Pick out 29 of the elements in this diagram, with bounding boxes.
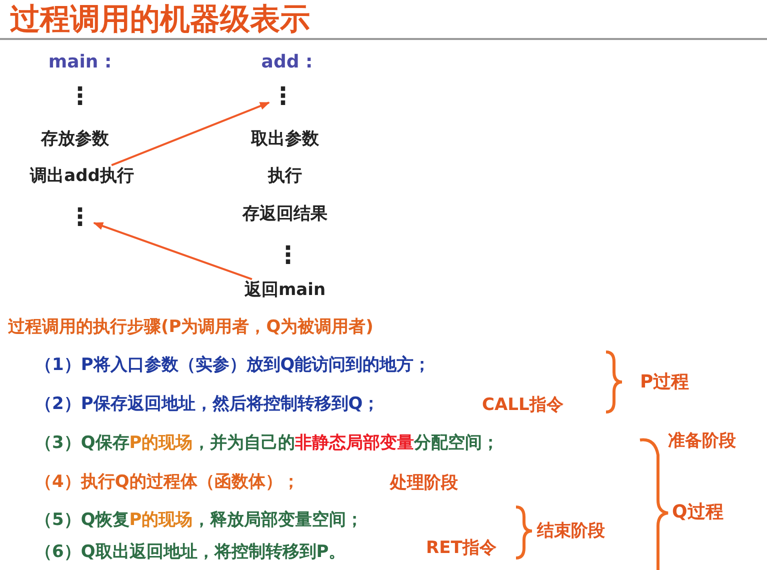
instruction-label: CALL指令	[482, 396, 564, 416]
step-text: （2）P保存返回地址，然后将控制转移到Q；	[35, 395, 380, 415]
step-text: （1）P将入口参数（实参）放到Q能访问到的地方；	[35, 356, 431, 376]
title: 过程调用的机器级表示	[10, 2, 310, 38]
ellipsis: ⋮	[276, 242, 300, 270]
phase-label: 准备阶段	[668, 432, 736, 452]
step-text: 调出add执行	[30, 167, 134, 187]
ellipsis: ⋮	[68, 204, 92, 232]
step-text: 存放参数	[41, 130, 109, 150]
step-text: 存返回结果	[242, 205, 328, 225]
arrow	[93, 222, 252, 280]
step-text: 执行	[268, 167, 302, 187]
procedure-label: main :	[48, 52, 112, 74]
section-heading: 过程调用的执行步骤(P为调用者，Q为被调用者)	[8, 318, 374, 338]
step-text: （4）执行Q的过程体（函数体）；	[35, 473, 300, 493]
procedure-label: add :	[261, 52, 313, 74]
arrow	[111, 102, 270, 166]
ellipsis: ⋮	[68, 83, 92, 111]
step-text: （5）Q恢复P的现场，释放局部变量空间；	[35, 511, 363, 531]
step-text: 取出参数	[251, 130, 319, 150]
step-text: （6）Q取出返回地址，将控制转移到P。	[35, 543, 346, 563]
step-text: 返回main	[244, 281, 326, 301]
phase-label: 结束阶段	[537, 522, 605, 542]
step-text: （3）Q保存P的现场，并为自己的非静态局部变量分配空间；	[35, 434, 499, 454]
instruction-label: RET指令	[426, 539, 496, 559]
phase-label: Q过程	[672, 502, 724, 524]
phase-label: P过程	[640, 372, 690, 394]
phase-label: 处理阶段	[390, 474, 458, 494]
ellipsis: ⋮	[271, 83, 295, 111]
